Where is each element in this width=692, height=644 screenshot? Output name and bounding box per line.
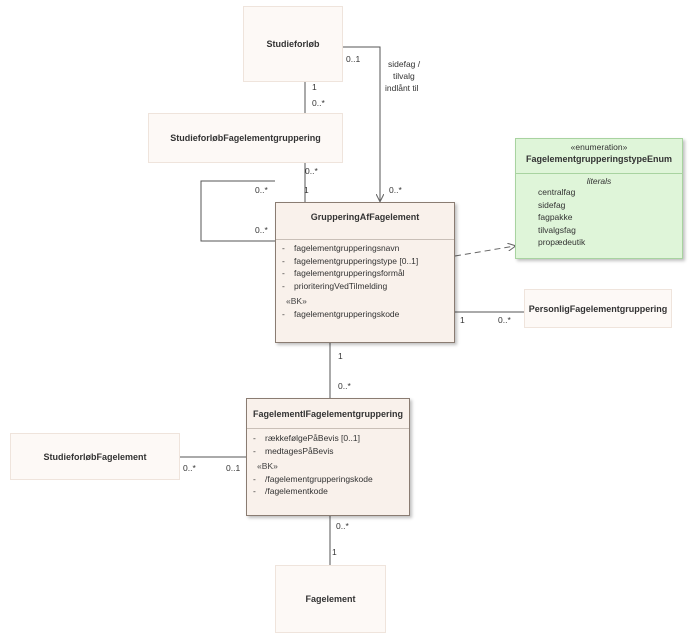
line-dependency-enum: [454, 246, 515, 257]
multiplicity-label: 1: [338, 351, 343, 361]
association-label-line3: indlånt til: [385, 83, 419, 93]
class-gruppering-af-fagelement[interactable]: GrupperingAfFagelement -fagelementgruppe…: [275, 202, 455, 343]
multiplicity-label: 0..*: [255, 225, 268, 235]
class-studieforlob-fagelement[interactable]: StudieforløbFagelement: [10, 433, 180, 480]
multiplicity-label: 1: [312, 82, 317, 92]
class-title: StudieforløbFagelement: [43, 451, 147, 462]
attribute-row: -/fagelementgrupperingskode: [253, 473, 373, 484]
attribute-row: -fagelementgrupperingsnavn: [282, 243, 400, 253]
enum-title: FagelementgrupperingstypeEnum: [525, 154, 673, 164]
class-fagelement-i-fagelementgruppering[interactable]: FagelementIFagelementgruppering -rækkefø…: [246, 398, 410, 516]
class-fagelement[interactable]: Fagelement: [275, 565, 386, 633]
line-self-association: [200, 180, 275, 242]
multiplicity-label: 1: [460, 315, 465, 325]
line-studieforlob-gruppering-navigable: [343, 46, 380, 201]
class-studieforlob[interactable]: Studieforløb: [243, 6, 343, 82]
class-studieforlob-fagelementgruppering[interactable]: StudieforløbFagelementgruppering: [148, 113, 343, 163]
multiplicity-label: 0..1: [226, 463, 241, 473]
attribute-row: -prioriteringVedTilmelding: [282, 280, 388, 291]
enum-fagelementgrupperingstype[interactable]: «enumeration» FagelementgrupperingstypeE…: [515, 138, 683, 259]
class-personlig-fagelementgruppering[interactable]: PersonligFagelementgruppering: [524, 289, 672, 328]
attribute-row: -medtagesPåBevis: [253, 445, 334, 456]
stereotype-label: «BK»: [286, 296, 307, 306]
multiplicity-label: 1: [332, 547, 337, 557]
multiplicity-label: 0..*: [338, 381, 351, 391]
enum-literal: fagpakke: [538, 212, 573, 222]
multiplicity-label: 0..*: [305, 166, 318, 176]
stereotype-label: «BK»: [257, 461, 278, 471]
attribute-row: -fagelementgrupperingskode: [282, 308, 400, 319]
attribute-row: -fagelementgrupperingsformål: [282, 268, 405, 278]
enum-literal: sidefag: [538, 199, 566, 210]
enum-literals-label: literals: [586, 176, 612, 186]
attribute-row: -/fagelementkode: [253, 486, 328, 496]
multiplicity-label: 0..*: [255, 185, 268, 195]
enum-literal: tilvalgsfag: [538, 224, 576, 235]
multiplicity-label: 0..*: [183, 463, 196, 473]
enum-literal: centralfag: [538, 187, 576, 197]
class-title: StudieforløbFagelementgruppering: [170, 133, 321, 143]
multiplicity-label: 0..*: [389, 185, 402, 195]
attribute-row: -rækkefølgePåBevis [0..1]: [253, 433, 360, 443]
enum-literal: propædeutik: [538, 237, 586, 247]
multiplicity-label: 0..*: [336, 521, 349, 531]
class-title: PersonligFagelementgruppering: [528, 303, 668, 314]
association-label-line2: tilvalg: [393, 71, 415, 81]
attribute-row: -fagelementgrupperingstype [0..1]: [282, 255, 419, 266]
association-label-line1: sidefag /: [388, 59, 421, 69]
multiplicity-label: 0..*: [498, 315, 511, 325]
class-title: Studieforløb: [266, 39, 320, 49]
class-title: Fagelement: [305, 594, 356, 604]
class-title: GrupperingAfFagelement: [310, 212, 420, 222]
class-title: FagelementIFagelementgruppering: [252, 409, 404, 419]
multiplicity-label: 0..1: [346, 54, 361, 64]
enum-stereotype: «enumeration»: [570, 142, 628, 152]
multiplicity-label: 0..*: [312, 98, 325, 108]
multiplicity-label: 1: [304, 185, 309, 195]
